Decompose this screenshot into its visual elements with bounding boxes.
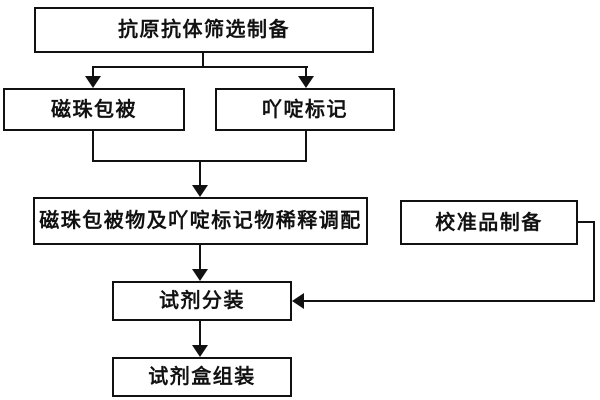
node-label: 试剂盒组装 — [148, 366, 256, 388]
edge-line — [305, 66, 307, 77]
edge-line — [92, 131, 94, 162]
arrowhead-down-icon — [192, 269, 208, 281]
edge-line — [92, 66, 308, 68]
edge-line — [578, 221, 595, 223]
edge-line — [304, 300, 595, 302]
arrowhead-down-icon — [298, 76, 314, 88]
node-label: 磁珠包被 — [51, 98, 137, 121]
edge-line — [305, 131, 307, 162]
node-reagent-dispensing: 试剂分装 — [112, 281, 292, 321]
node-magnetic-bead-coating: 磁珠包被 — [3, 88, 185, 131]
arrowhead-down-icon — [192, 185, 208, 197]
arrowhead-left-icon — [292, 293, 304, 309]
node-label: 吖啶标记 — [262, 98, 348, 121]
node-kit-assembly: 试剂盒组装 — [112, 357, 292, 397]
node-calibrator-preparation: 校准品制备 — [400, 200, 578, 245]
node-antigen-antibody-screening: 抗原抗体筛选制备 — [34, 7, 374, 53]
edge-line — [593, 221, 595, 302]
edge-line — [199, 321, 201, 347]
edge-line — [92, 66, 94, 77]
arrowhead-down-icon — [192, 345, 208, 357]
node-dilution-blending: 磁珠包被物及吖啶标记物稀释调配 — [33, 197, 368, 245]
node-label: 试剂分装 — [159, 290, 245, 312]
node-label: 校准品制备 — [435, 211, 543, 234]
arrowhead-down-icon — [85, 76, 101, 88]
edge-line — [199, 245, 201, 271]
edge-line — [199, 160, 201, 187]
edge-line — [202, 53, 204, 68]
node-label: 抗原抗体筛选制备 — [118, 19, 290, 41]
node-label: 磁珠包被物及吖啶标记物稀释调配 — [39, 210, 362, 232]
node-acridine-labeling: 吖啶标记 — [215, 88, 395, 131]
